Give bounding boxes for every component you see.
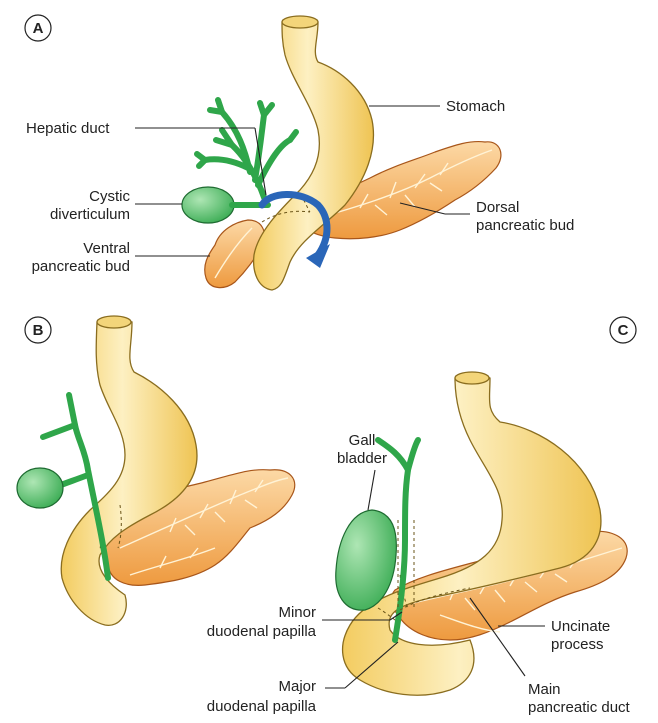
panel-a-letter: A xyxy=(33,20,44,37)
label-gall-1: Gall xyxy=(349,432,376,449)
panel-b: B xyxy=(17,316,295,625)
label-minor-1: Minor xyxy=(278,604,316,621)
leader-gall-bladder xyxy=(368,470,375,510)
label-hepatic-duct: Hepatic duct xyxy=(26,120,110,137)
label-ventral-1: Ventral xyxy=(83,240,130,257)
label-main-2: pancreatic duct xyxy=(528,699,631,716)
panel-b-letter-badge: B xyxy=(25,317,51,343)
label-minor-2: duodenal papilla xyxy=(207,623,317,640)
label-dorsal-2: pancreatic bud xyxy=(476,217,574,234)
label-uncinate-2: process xyxy=(551,636,604,653)
cystic-diverticulum xyxy=(182,187,234,223)
label-uncinate-1: Uncinate xyxy=(551,618,610,635)
panel-b-letter: B xyxy=(33,322,44,339)
gall-bladder-b xyxy=(17,468,63,508)
label-major-1: Major xyxy=(278,678,316,695)
label-stomach: Stomach xyxy=(446,98,505,115)
label-main-1: Main xyxy=(528,681,561,698)
hepatic-duct-tree xyxy=(197,100,296,200)
label-major-2: duodenal papilla xyxy=(207,698,317,715)
panel-c-letter: C xyxy=(618,322,629,339)
label-gall-2: bladder xyxy=(337,450,387,467)
panel-a: A Stomach Hepatic xyxy=(25,15,574,290)
label-dorsal-1: Dorsal xyxy=(476,199,519,216)
panel-c-letter-badge: C xyxy=(610,317,636,343)
stomach-a xyxy=(254,19,374,290)
label-ventral-2: pancreatic bud xyxy=(32,258,130,275)
label-cystic-2: diverticulum xyxy=(50,206,130,223)
label-cystic-1: Cystic xyxy=(89,188,130,205)
panel-a-letter-badge: A xyxy=(25,15,51,41)
gall-bladder-c xyxy=(336,510,397,610)
